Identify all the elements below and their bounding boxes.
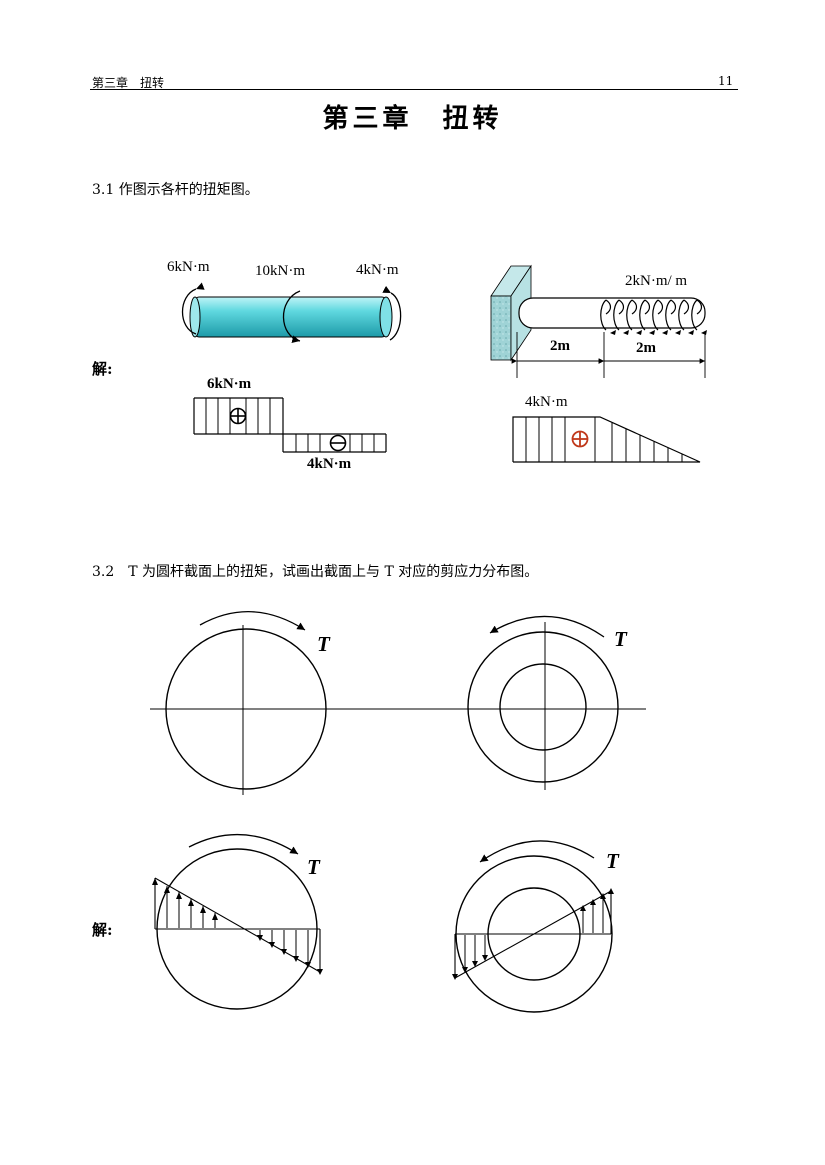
header-rule (90, 89, 738, 90)
solution-label-3-1: 解: (92, 360, 113, 378)
torque-arrow-6 (182, 282, 205, 335)
left-shaft-figure (182, 282, 402, 343)
torque-label-t2: T (614, 627, 627, 651)
moment-label-4: 4kN·m (356, 262, 399, 278)
chapter-title: 第三章 扭转 (322, 104, 503, 134)
distributed-load-label: 2kN·m/ m (625, 273, 688, 289)
hollow-section-inner (499, 663, 587, 751)
dimension-lines (511, 332, 706, 378)
distributed-torque-coils (600, 299, 703, 331)
running-header-chapter: 第三章 扭转 (92, 76, 165, 90)
page-number: 11 (718, 74, 734, 88)
section-figures (150, 611, 646, 795)
torque-diagram-right (512, 416, 701, 463)
solution-label-3-2: 解: (92, 921, 113, 939)
solid-section (165, 628, 327, 790)
torque-arrow-4 (382, 285, 402, 341)
answer-label-4: 4kN·m (307, 456, 352, 472)
length-label-1: 2m (550, 338, 570, 354)
moment-label-10: 10kN·m (255, 263, 305, 279)
problem-3-1-statement: 3.1 作图示各杆的扭矩图。 (92, 182, 259, 198)
torque-label-t1: T (317, 632, 330, 656)
length-label-2: 2m (636, 340, 656, 356)
right-cantilever-figure (490, 264, 707, 378)
torque-diagram-left (193, 397, 387, 453)
torque-label-t4: T (606, 849, 619, 873)
fixed-wall (490, 295, 512, 361)
hollow-section-outer (467, 631, 619, 783)
torque-arrow-10 (282, 290, 301, 343)
answer-label-4-right: 4kN·m (525, 394, 568, 410)
torque-arc-ccw (489, 615, 605, 638)
cyan-shaft (194, 296, 387, 338)
torque-arc-cw (199, 611, 306, 631)
white-shaft (518, 297, 706, 329)
answer-label-6: 6kN·m (207, 376, 252, 392)
torque-label-t3: T (307, 855, 320, 879)
moment-label-6: 6kN·m (167, 259, 210, 275)
problem-3-2-statement: 3.2 T 为圆杆截面上的扭矩，试画出截面上与 T 对应的剪应力分布图。 (92, 564, 539, 580)
shear-stress-solutions (152, 833, 614, 1013)
